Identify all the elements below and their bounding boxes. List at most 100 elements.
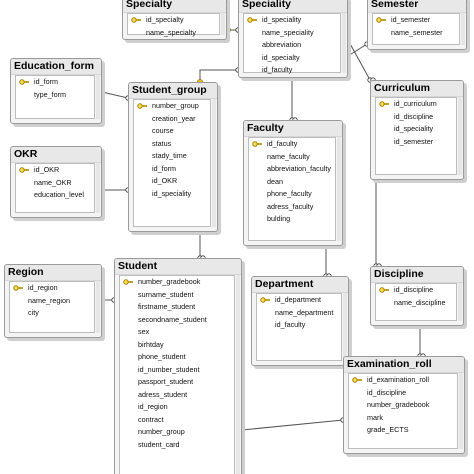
table-title[interactable]: Speciality xyxy=(239,0,347,13)
field-row[interactable]: name_specialty xyxy=(128,27,219,40)
table-title[interactable]: Region xyxy=(5,265,101,281)
table-title[interactable]: Specialty xyxy=(123,0,226,13)
primary-key-field[interactable]: number_group xyxy=(134,100,210,113)
field-row[interactable]: adress_student xyxy=(120,389,234,402)
field-row[interactable]: city xyxy=(10,307,94,320)
field-row[interactable]: name_region xyxy=(10,295,94,308)
field-row[interactable]: bulding xyxy=(249,213,335,226)
field-row[interactable]: adress_faculty xyxy=(249,201,335,214)
field-row[interactable]: number_gradebook xyxy=(349,399,457,412)
field-row[interactable]: name_semester xyxy=(373,27,459,40)
table-title[interactable]: Examination_roll xyxy=(344,357,464,373)
scrollbar[interactable] xyxy=(461,13,465,45)
scrollbar[interactable] xyxy=(96,281,100,333)
field-row[interactable]: id_form xyxy=(134,163,210,176)
primary-key-field[interactable]: id_discipline xyxy=(376,284,456,297)
field-row[interactable]: student_card xyxy=(120,439,234,452)
field-row[interactable]: dean xyxy=(249,176,335,189)
field-row[interactable]: id_OKR xyxy=(134,175,210,188)
field-row[interactable]: passport_student xyxy=(120,376,234,389)
field-row[interactable]: phone_student xyxy=(120,351,234,364)
field-row[interactable]: birhtday xyxy=(120,339,234,352)
field-row[interactable]: name_discipline xyxy=(376,297,456,310)
scrollbar[interactable] xyxy=(212,99,216,227)
field-row[interactable]: firstname_student xyxy=(120,301,234,314)
scrollbar[interactable] xyxy=(96,163,100,213)
field-row[interactable]: creation_year xyxy=(134,113,210,126)
scrollbar[interactable] xyxy=(343,293,347,361)
field-name: city xyxy=(28,308,39,317)
primary-key-field[interactable]: id_curriculum xyxy=(376,98,456,111)
table-title[interactable]: Student_group xyxy=(129,83,217,99)
scrollbar[interactable] xyxy=(221,13,225,35)
field-row[interactable]: id_speciality xyxy=(134,188,210,201)
field-row[interactable]: name_OKR xyxy=(16,177,94,190)
field-row[interactable]: abbreviation_faculty xyxy=(249,163,335,176)
field-row[interactable]: name_speciality xyxy=(244,27,340,40)
field-row[interactable]: name_department xyxy=(257,307,341,320)
field-row[interactable]: id_discipline xyxy=(376,111,456,124)
field-row[interactable]: sex xyxy=(120,326,234,339)
scrollbar[interactable] xyxy=(337,137,341,241)
scrollbar[interactable] xyxy=(459,373,463,449)
primary-key-field[interactable]: id_speciality xyxy=(244,14,340,27)
primary-key-field[interactable]: id_form xyxy=(16,76,94,89)
table-title[interactable]: Semester xyxy=(368,0,466,13)
field-row[interactable]: contract xyxy=(120,414,234,427)
field-row[interactable]: mark xyxy=(349,412,457,425)
primary-key-field[interactable]: id_faculty xyxy=(249,138,335,151)
scrollbar[interactable] xyxy=(342,13,346,73)
field-row[interactable]: id_faculty xyxy=(257,319,341,332)
table-title[interactable]: OKR xyxy=(11,147,101,163)
primary-key-field[interactable]: id_examination_roll xyxy=(349,374,457,387)
field-row[interactable]: id_faculty xyxy=(244,64,340,77)
field-row[interactable]: name_faculty xyxy=(249,151,335,164)
field-row[interactable]: education_level xyxy=(16,189,94,202)
primary-key-field[interactable]: id_semester xyxy=(373,14,459,27)
field-row[interactable]: abbreviation xyxy=(244,39,340,52)
field-row[interactable]: id_specialty xyxy=(244,52,340,65)
table-title[interactable]: Department xyxy=(252,277,348,293)
field-row[interactable]: secondname_student xyxy=(120,314,234,327)
scrollbar[interactable] xyxy=(96,75,100,119)
field-row[interactable]: stady_time xyxy=(134,150,210,163)
primary-key-field[interactable]: id_specialty xyxy=(128,14,219,27)
table-title[interactable]: Student xyxy=(115,259,241,275)
field-row[interactable]: id_speciality xyxy=(376,123,456,136)
field-row[interactable]: surname_student xyxy=(120,289,234,302)
scrollbar[interactable] xyxy=(236,275,240,474)
primary-key-field[interactable]: id_OKR xyxy=(16,164,94,177)
primary-key-field[interactable]: number_gradebook xyxy=(120,276,234,289)
field-row[interactable]: grade_ECTS xyxy=(349,424,457,437)
primary-key-field[interactable]: id_department xyxy=(257,294,341,307)
field-row[interactable]: course xyxy=(134,125,210,138)
primary-key-field[interactable]: id_region xyxy=(10,282,94,295)
scrollbar[interactable] xyxy=(458,283,462,321)
field-row[interactable]: id_semester xyxy=(376,136,456,149)
field-row[interactable]: number_group xyxy=(120,426,234,439)
field-row[interactable]: status xyxy=(134,138,210,151)
table-title[interactable]: Curriculum xyxy=(371,81,463,97)
field-row[interactable]: type_form xyxy=(16,89,94,102)
field-row[interactable]: id_number_student xyxy=(120,364,234,377)
field-row[interactable]: id_discipline xyxy=(349,387,457,400)
field-row[interactable]: id_region xyxy=(120,401,234,414)
scrollbar[interactable] xyxy=(458,97,462,175)
table-title[interactable]: Faculty xyxy=(244,121,342,137)
table-title[interactable]: Discipline xyxy=(371,267,463,283)
table-title[interactable]: Education_form xyxy=(11,59,101,75)
field-row[interactable]: phone_faculty xyxy=(249,188,335,201)
